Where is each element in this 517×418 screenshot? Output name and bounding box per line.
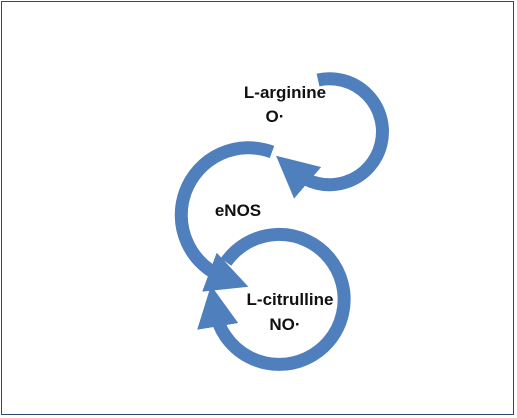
- top-cycle-arrow: [276, 72, 389, 199]
- bottom-node-label-line2: NO·: [269, 315, 300, 334]
- middle-cycle-arrow: [174, 141, 275, 292]
- top-node-label-line2: O·: [266, 107, 285, 126]
- bottom-node-label-line1: L-citrulline: [247, 290, 334, 309]
- middle-node-label: eNOS: [215, 201, 261, 220]
- bottom-cycle-arrow: [197, 227, 351, 371]
- top-node-label-line1: L-arginine: [244, 83, 326, 102]
